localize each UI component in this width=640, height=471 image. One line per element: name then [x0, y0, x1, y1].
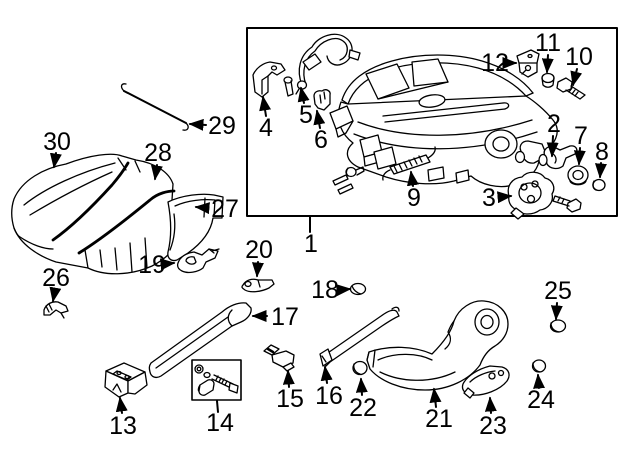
part-4-bracket — [252, 61, 294, 98]
part-5-cable — [295, 33, 361, 95]
part-8-bushing — [592, 178, 606, 192]
callout-arrow-15 — [282, 369, 295, 388]
callout-arrow-27 — [194, 202, 210, 215]
callout-label-19: 19 — [138, 251, 166, 279]
assembly-box — [246, 27, 618, 217]
part-15-bracket — [263, 344, 295, 372]
callout-arrow-28 — [150, 164, 163, 181]
callout-arrow-22 — [355, 377, 368, 396]
part-7-grommet — [567, 165, 589, 186]
kit-box — [191, 359, 242, 401]
callout-label-10: 10 — [565, 43, 593, 71]
callout-label-4: 4 — [259, 114, 273, 142]
callout-arrow-26 — [49, 286, 62, 303]
callout-label-6: 6 — [314, 126, 328, 154]
callout-label-13: 13 — [109, 412, 137, 440]
callout-label-25: 25 — [544, 277, 572, 305]
callout-label-7: 7 — [574, 122, 588, 150]
callout-arrow-25 — [550, 302, 563, 321]
callout-arrow-18 — [336, 284, 352, 297]
part-11-nut — [541, 72, 555, 88]
part-12-plate — [516, 49, 540, 78]
callout-arrow-16 — [320, 365, 333, 384]
part-17-strip — [148, 302, 252, 379]
callout-label-18: 18 — [311, 276, 339, 304]
part-24-cap — [531, 359, 547, 373]
callout-label-9: 9 — [407, 184, 421, 212]
callout-arrow-3 — [497, 191, 513, 204]
callout-label-3: 3 — [482, 184, 496, 212]
callout-arrow-19 — [159, 258, 176, 271]
callout-arrow-6 — [313, 109, 326, 129]
part-18-cap — [349, 282, 367, 296]
part-13-bracket — [104, 362, 148, 398]
callout-arrow-11 — [541, 54, 554, 74]
callout-label-24: 24 — [527, 386, 555, 414]
callout-label-15: 15 — [276, 385, 304, 413]
callout-arrow-20 — [251, 261, 264, 278]
callout-label-14: 14 — [206, 409, 234, 437]
callout-arrow-30 — [49, 152, 62, 169]
callout-arrow-7 — [573, 147, 586, 166]
part-25-cap — [549, 319, 567, 333]
callout-arrow-21 — [429, 387, 442, 408]
callout-label-20: 20 — [245, 236, 273, 264]
part-9-spring — [332, 146, 436, 195]
callout-label-23: 23 — [479, 412, 507, 440]
callout-arrow-2 — [546, 135, 559, 158]
part-20-strip — [241, 278, 275, 293]
callout-label-29: 29 — [208, 112, 236, 140]
callout-arrow-9 — [406, 170, 419, 187]
part-seat-frame — [329, 54, 558, 188]
callout-label-11: 11 — [535, 29, 561, 57]
part-22-cap — [352, 360, 368, 376]
callout-arrow-24 — [533, 373, 546, 389]
callout-label-16: 16 — [315, 382, 343, 410]
part-2-latch — [538, 145, 578, 170]
callout-arrow-29 — [188, 118, 207, 131]
callout-label-12: 12 — [481, 49, 509, 77]
callout-arrow-23 — [484, 396, 497, 414]
part-16-strip — [319, 306, 400, 367]
part-29-rod — [120, 83, 189, 131]
callout-arrow-4 — [259, 95, 272, 117]
callout-label-21: 21 — [425, 405, 453, 433]
callout-label-5: 5 — [299, 101, 313, 129]
part-6-clip — [313, 89, 331, 111]
part-14-kit — [191, 359, 242, 401]
callout-label-17: 17 — [271, 303, 299, 331]
callout-arrow-8 — [594, 162, 607, 179]
part-10-bolt — [556, 77, 586, 100]
callout-arrow-14 — [216, 400, 219, 413]
callout-label-26: 26 — [42, 264, 70, 292]
part-3-recliner — [507, 171, 582, 220]
part-19-bracket — [176, 248, 220, 274]
part-23-arm — [461, 365, 510, 399]
callout-arrow-5 — [297, 86, 310, 104]
part-26-clip — [43, 301, 69, 319]
callout-label-27: 27 — [211, 195, 239, 223]
callout-label-1: 1 — [304, 230, 318, 258]
callout-label-8: 8 — [595, 138, 609, 166]
callout-label-2: 2 — [547, 110, 561, 138]
callout-label-22: 22 — [349, 394, 377, 422]
callout-arrow-13 — [115, 396, 128, 414]
callout-arrow-10 — [570, 68, 583, 87]
callout-label-28: 28 — [144, 139, 172, 167]
callout-label-30: 30 — [43, 128, 71, 156]
